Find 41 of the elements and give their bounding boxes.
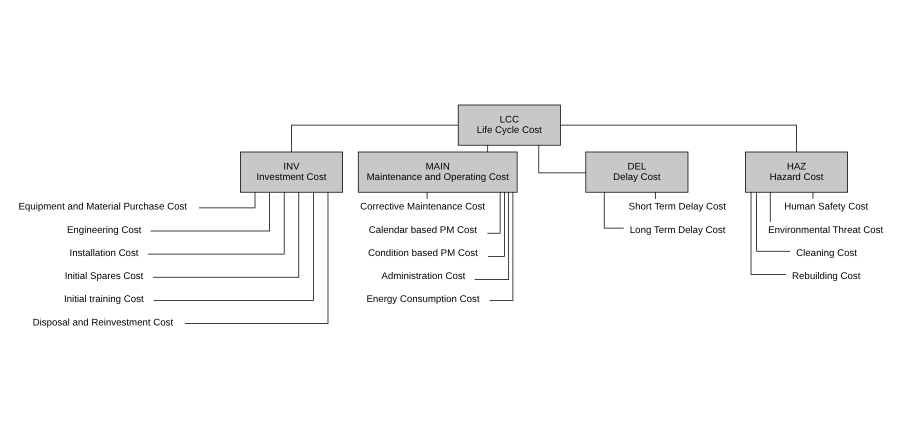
connector bbox=[560, 124, 797, 152]
node-text: Disposal and Reinvestment Cost bbox=[32, 317, 174, 328]
connector bbox=[487, 192, 501, 234]
connector bbox=[148, 192, 285, 255]
connector bbox=[474, 192, 510, 280]
node-text: Initial Spares Cost bbox=[64, 271, 144, 282]
connector bbox=[488, 192, 505, 257]
connector bbox=[184, 192, 328, 324]
connector bbox=[426, 192, 428, 200]
node-box: HAZ Hazard Cost bbox=[745, 152, 848, 193]
connector bbox=[812, 192, 814, 200]
node-text: Administration Cost bbox=[381, 271, 466, 282]
connector bbox=[152, 192, 300, 278]
node-text: Calendar based PM Cost bbox=[368, 224, 477, 236]
node-text: Long Term Delay Cost bbox=[630, 224, 726, 236]
connector bbox=[153, 192, 314, 301]
node-text: Equipment and Material Purchase Cost bbox=[18, 202, 188, 213]
node-box: INV Investment Cost bbox=[240, 152, 343, 193]
node-text: Corrective Maintenance Cost bbox=[360, 202, 486, 213]
node-text: Energy Consumption Cost bbox=[366, 294, 480, 306]
node-box: DEL Delay Cost bbox=[585, 152, 688, 193]
node-box: LCC Life Cycle Cost bbox=[458, 104, 561, 146]
connector bbox=[291, 124, 458, 152]
connector bbox=[770, 192, 771, 222]
connector bbox=[756, 192, 791, 252]
node-text: Environmental Threat Cost bbox=[768, 224, 884, 236]
connector bbox=[150, 192, 270, 232]
node-text: Rebuilding Cost bbox=[792, 271, 860, 282]
node-text: Engineering Cost bbox=[66, 224, 142, 236]
connector bbox=[538, 145, 586, 174]
connector bbox=[750, 192, 786, 275]
node-text: Short Term Delay Cost bbox=[628, 202, 726, 213]
node-text: Initial training Cost bbox=[64, 294, 144, 306]
node-box: MAIN Maintenance and Operating Cost bbox=[358, 152, 518, 193]
connector bbox=[198, 192, 256, 208]
node-text: Installation Cost bbox=[70, 248, 139, 259]
connector bbox=[489, 192, 514, 301]
connector bbox=[604, 192, 624, 228]
node-text: Condition based PM Cost bbox=[368, 248, 478, 259]
node-text: Cleaning Cost bbox=[796, 248, 858, 259]
node-text: Human Safety Cost bbox=[784, 202, 868, 213]
